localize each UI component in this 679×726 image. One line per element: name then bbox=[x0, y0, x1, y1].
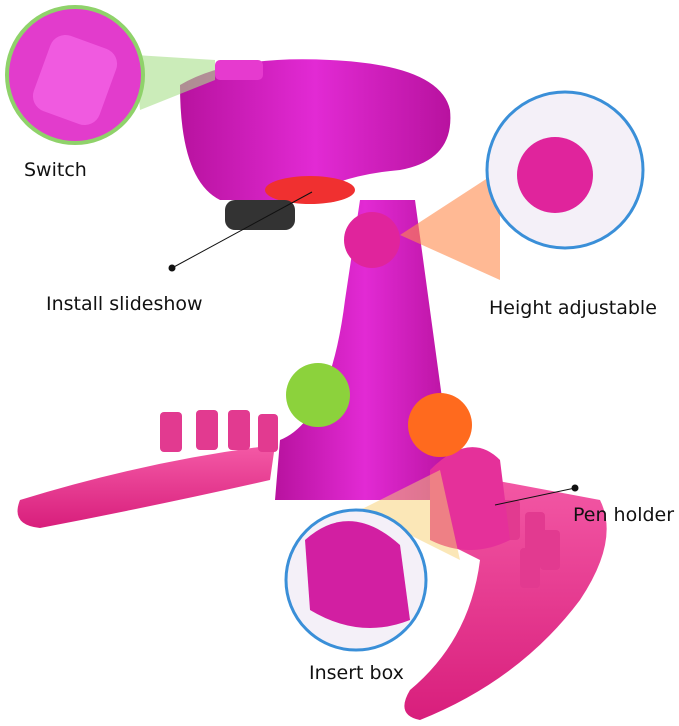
lens bbox=[225, 200, 295, 230]
base-left-arm bbox=[17, 445, 275, 528]
slide-orange bbox=[408, 393, 472, 457]
switch-button bbox=[215, 60, 263, 80]
height-zoom-knob bbox=[517, 137, 593, 213]
height-knob bbox=[344, 212, 400, 268]
install-leader-line bbox=[171, 191, 313, 269]
pen-leader-dot bbox=[571, 484, 579, 492]
label-height-adjustable: Height adjustable bbox=[489, 297, 657, 319]
switch-zoom-detail bbox=[32, 34, 118, 126]
projector-head bbox=[180, 59, 451, 201]
label-install-slideshow: Install slideshow bbox=[46, 293, 203, 315]
label-switch: Switch bbox=[24, 159, 87, 181]
label-pen-holder: Pen holder bbox=[573, 504, 675, 526]
pen-holders-left bbox=[160, 410, 278, 452]
label-insert-box: Insert box bbox=[309, 662, 404, 684]
insert-callout-beam bbox=[360, 470, 460, 560]
insert-zoom-detail bbox=[305, 521, 410, 628]
switch-callout-beam bbox=[135, 55, 215, 110]
install-leader-dot bbox=[168, 264, 176, 272]
pen-leader-line bbox=[494, 487, 576, 506]
slide-red bbox=[265, 176, 355, 204]
slide-green bbox=[286, 363, 350, 427]
height-callout-beam bbox=[400, 170, 500, 280]
